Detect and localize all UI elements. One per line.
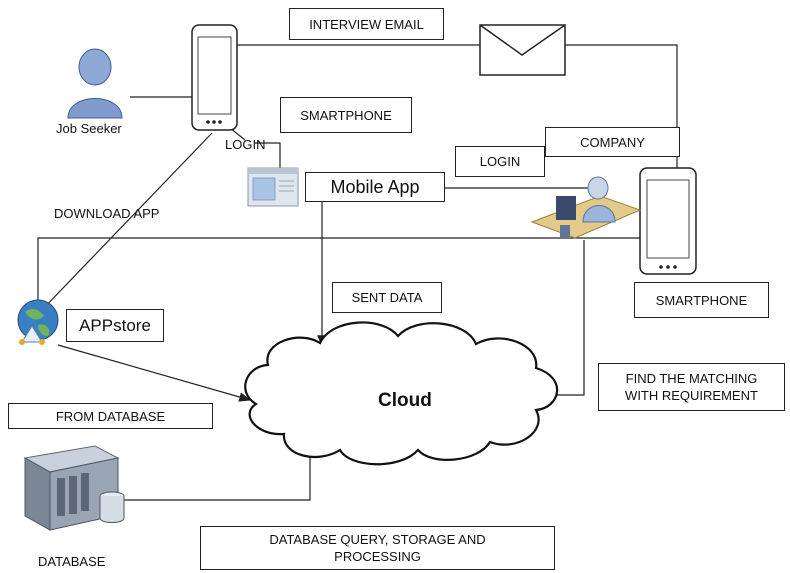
smartphone-icon (191, 24, 238, 131)
interview-email-label: INTERVIEW EMAIL (289, 8, 444, 40)
login-company-label: LOGIN (455, 146, 545, 177)
smartphone-top-label: SMARTPHONE (280, 97, 412, 133)
person-icon (67, 48, 123, 119)
find-matching-label: FIND THE MATCHING WITH REQUIREMENT (598, 363, 785, 411)
database-query-label: DATABASE QUERY, STORAGE AND PROCESSING (200, 526, 555, 570)
cloud-label: Cloud (378, 390, 432, 411)
envelope-icon (479, 24, 566, 76)
login-left-label: LOGIN (225, 137, 266, 152)
download-app-label: DOWNLOAD APP (54, 206, 160, 221)
mobile-app-label: Mobile App (305, 172, 445, 202)
app-window-icon (247, 167, 299, 207)
sent-data-label: SENT DATA (332, 282, 442, 313)
office-worker-icon (530, 176, 642, 239)
company-label: COMPANY (545, 127, 680, 157)
smartphone-icon (639, 167, 697, 275)
appstore-label: APPstore (66, 309, 164, 342)
globe-icon (17, 299, 59, 345)
smartphone-right-label: SMARTPHONE (634, 282, 769, 318)
server-icon (23, 445, 125, 531)
cloud-shape (244, 321, 559, 466)
job-seeker-label: Job Seeker (56, 121, 122, 136)
from-database-label: FROM DATABASE (8, 403, 213, 429)
database-label: DATABASE (38, 554, 106, 569)
